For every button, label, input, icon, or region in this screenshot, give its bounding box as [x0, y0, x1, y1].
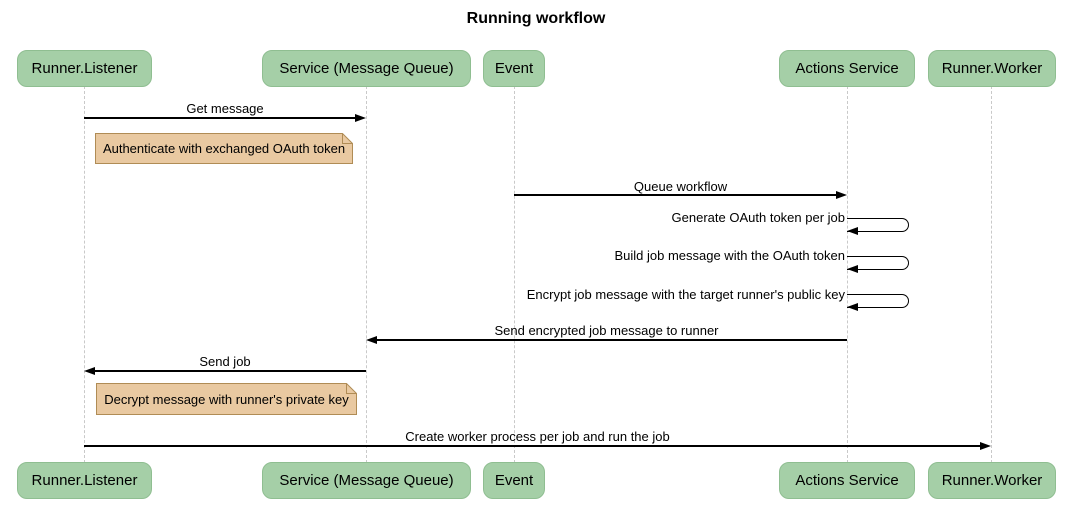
lifeline-service-message-queue — [366, 86, 367, 463]
arrowhead-right-icon — [836, 190, 847, 199]
message-arrow-send-encrypted — [377, 339, 847, 341]
lifeline-event — [514, 86, 515, 463]
lifeline-runner-worker — [991, 86, 992, 463]
selfloop-generate-oauth — [847, 218, 909, 235]
participant-service-message-queue-top: Service (Message Queue) — [262, 50, 471, 87]
arrowhead-left-icon — [84, 366, 95, 375]
participant-service-message-queue-bottom: Service (Message Queue) — [262, 462, 471, 499]
lifeline-actions-service — [847, 86, 848, 463]
note-shape — [96, 383, 357, 415]
selfloop-encrypt-job-message — [847, 294, 909, 311]
arrowhead-left-icon — [847, 265, 858, 273]
selfloop-label-encrypt-job-message: Encrypt job message with the target runn… — [526, 287, 845, 302]
diagram-title: Running workflow — [466, 10, 606, 27]
message-label-send-encrypted: Send encrypted job message to runner — [494, 323, 719, 338]
arrowhead-left-icon — [847, 303, 858, 311]
message-arrow-get-message — [84, 117, 357, 119]
participant-event-top: Event — [483, 50, 545, 87]
participant-runner-worker-bottom: Runner.Worker — [928, 462, 1056, 499]
message-label-get-message: Get message — [186, 101, 264, 116]
arrowhead-right-icon — [980, 441, 991, 450]
participant-actions-service-top: Actions Service — [779, 50, 915, 87]
selfloop-label-generate-oauth: Generate OAuth token per job — [671, 210, 845, 225]
selfloop-label-build-job-message: Build job message with the OAuth token — [614, 248, 845, 263]
participant-runner-listener-bottom: Runner.Listener — [17, 462, 152, 499]
arrowhead-right-icon — [355, 113, 366, 122]
message-label-send-job: Send job — [199, 354, 251, 369]
note-authenticate: Authenticate with exchanged OAuth token — [95, 133, 353, 164]
message-arrow-create-worker — [84, 445, 980, 447]
selfloop-build-job-message — [847, 256, 909, 273]
message-label-create-worker: Create worker process per job and run th… — [405, 429, 670, 444]
arrowhead-left-icon — [366, 335, 377, 344]
note-decrypt: Decrypt message with runner's private ke… — [96, 383, 357, 415]
message-label-queue-workflow: Queue workflow — [633, 179, 728, 194]
note-text: Decrypt message with runner's private ke… — [104, 391, 349, 407]
message-arrow-queue-workflow — [514, 194, 838, 196]
message-arrow-send-job — [95, 370, 366, 372]
participant-event-bottom: Event — [483, 462, 545, 499]
participant-runner-worker-top: Runner.Worker — [928, 50, 1056, 87]
note-shape — [95, 133, 353, 164]
arrowhead-left-icon — [847, 227, 858, 235]
participant-runner-listener-top: Runner.Listener — [17, 50, 152, 87]
lifeline-runner-listener — [84, 86, 85, 463]
participant-actions-service-bottom: Actions Service — [779, 462, 915, 499]
note-text: Authenticate with exchanged OAuth token — [102, 141, 346, 156]
